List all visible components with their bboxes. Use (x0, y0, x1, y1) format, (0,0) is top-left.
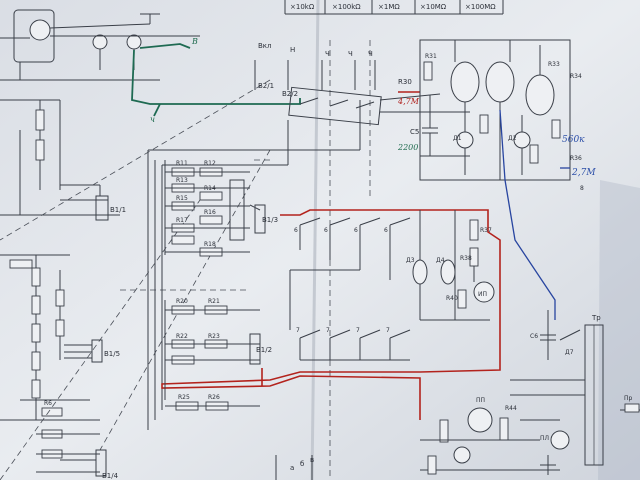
bus-lines: Вкл Н Ч Ч Ч (147, 42, 376, 430)
svg-text:7: 7 (326, 327, 330, 334)
svg-text:6: 6 (354, 227, 358, 234)
b-label: B (191, 37, 198, 46)
switch-b2: B2/1 B2/2 (258, 82, 470, 126)
resistor-r9 (35, 109, 45, 131)
red-trace-main (161, 209, 501, 420)
green-trace (139, 43, 191, 49)
range-label-5: ×100MΩ (465, 3, 496, 11)
blue-resistor-note-top: 560к (562, 135, 585, 145)
svg-text:7: 7 (296, 327, 300, 334)
svg-text:Н: Н (290, 46, 295, 54)
svg-text:R44: R44 (505, 405, 517, 412)
svg-text:ПП: ПП (476, 397, 485, 404)
svg-text:Д1: Д1 (453, 135, 462, 142)
switch-b1-2: B1/2 7 7 7 7 (249, 269, 411, 365)
switch-b1-3: B1/3 (229, 179, 278, 241)
linkage-dash-1 (99, 149, 271, 451)
indicator-section: Д3 Д4 R37 R38 R40 ИП (406, 210, 495, 321)
linkage-dash-2 (0, 79, 271, 241)
range-label-2: ×100kΩ (332, 3, 361, 11)
svg-text:7: 7 (356, 327, 360, 334)
page-edge-shadow (598, 180, 640, 480)
green-note: ч (150, 115, 155, 124)
svg-text:R18: R18 (204, 241, 216, 248)
svg-text:R13: R13 (176, 177, 188, 184)
svg-text:C5: C5 (410, 128, 419, 136)
svg-text:Пр: Пр (624, 395, 633, 402)
svg-text:R34: R34 (570, 73, 582, 80)
svg-text:Д7: Д7 (565, 349, 574, 356)
blue-resistor-note-bottom: 2,7М (571, 168, 596, 178)
svg-text:B1/3: B1/3 (262, 216, 278, 224)
switch-b1-4: B1/4 (60, 449, 119, 480)
svg-text:В1/5: В1/5 (104, 350, 120, 358)
svg-text:ИП: ИП (478, 291, 487, 298)
svg-text:B2/2: B2/2 (282, 90, 298, 98)
svg-text:R37: R37 (480, 227, 492, 234)
range-header: ×10kΩ ×100kΩ ×1MΩ ×10MΩ ×100MΩ (284, 0, 504, 15)
svg-text:B1/4: B1/4 (102, 472, 119, 480)
range-label-1: ×10kΩ (290, 3, 315, 11)
contact-row-top: 6 6 6 6 (294, 217, 411, 280)
svg-text:Ч: Ч (325, 50, 330, 58)
svg-text:R16: R16 (204, 209, 216, 216)
left-resistor-ladder-bottom: R6 (0, 254, 100, 473)
svg-text:R30: R30 (398, 78, 412, 86)
svg-text:R6: R6 (44, 400, 52, 407)
resistor-bank-lower: R20 R21 R22 R23 R25 R26 (164, 298, 260, 411)
svg-text:Вкл: Вкл (258, 42, 272, 50)
svg-text:Тр: Тр (591, 314, 601, 322)
output-tubes: Д1 Д2 R31 R33 R34 R36 8 (419, 39, 584, 192)
power-supply: Тр C6 Д7 ПП R44 ПЛ Пр (420, 310, 640, 475)
svg-text:б: б (300, 460, 304, 468)
svg-text:R21: R21 (208, 298, 220, 305)
svg-text:Ч: Ч (348, 50, 353, 58)
range-label-3: ×1MΩ (378, 3, 400, 11)
svg-text:R17: R17 (176, 217, 188, 224)
svg-text:B1/1: B1/1 (110, 206, 126, 214)
red-resistor-note: 4,7М (397, 97, 420, 106)
svg-text:а: а (290, 464, 294, 472)
svg-text:R25: R25 (178, 394, 190, 401)
capacitor-note: 2200 (397, 143, 418, 152)
svg-text:R12: R12 (204, 160, 216, 167)
resistor-r10 (35, 139, 45, 161)
svg-text:B1/2: B1/2 (256, 346, 272, 354)
capacitor-c5: C5 2200 (397, 95, 470, 157)
fold-line (310, 0, 320, 480)
svg-text:Д4: Д4 (436, 257, 445, 264)
svg-text:R20: R20 (176, 298, 188, 305)
resistor-bank-upper: R11 R12 R13 R14 R15 R16 R17 R18 (164, 160, 250, 257)
svg-text:Д2: Д2 (508, 135, 517, 142)
svg-text:R26: R26 (208, 394, 220, 401)
svg-text:R14: R14 (204, 185, 216, 192)
svg-text:R36: R36 (570, 155, 582, 162)
svg-text:R22: R22 (176, 333, 188, 340)
blue-trace (504, 179, 556, 320)
svg-text:B2/1: B2/1 (258, 82, 274, 90)
range-label-4: ×10MΩ (420, 3, 447, 11)
svg-text:R15: R15 (176, 195, 188, 202)
svg-text:R33: R33 (548, 61, 560, 68)
linkage-dash-3 (0, 199, 201, 480)
svg-text:ПЛ: ПЛ (540, 435, 549, 442)
svg-text:8: 8 (580, 185, 584, 192)
svg-text:Ч: Ч (368, 50, 373, 58)
svg-text:6: 6 (384, 227, 388, 234)
svg-text:R11: R11 (176, 160, 188, 167)
svg-text:Д3: Д3 (406, 257, 415, 264)
left-resistor-ladder-top (0, 99, 120, 216)
svg-text:7: 7 (386, 327, 390, 334)
svg-text:R31: R31 (425, 53, 437, 60)
svg-text:R38: R38 (460, 255, 472, 262)
svg-text:6: 6 (294, 227, 298, 234)
svg-text:R23: R23 (208, 333, 220, 340)
svg-text:R40: R40 (446, 295, 458, 302)
svg-text:6: 6 (324, 227, 328, 234)
svg-text:C6: C6 (530, 333, 538, 340)
